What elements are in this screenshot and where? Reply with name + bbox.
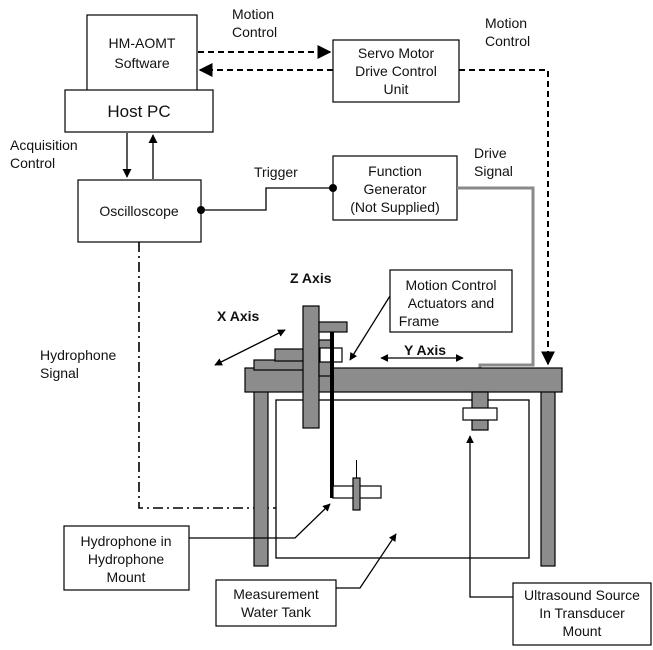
- motion-control-left-line2: Control: [232, 24, 277, 40]
- hydrophone-signal-line: [138, 242, 356, 509]
- host-pc-label: Host PC: [107, 102, 170, 121]
- hydrophone-pointer: [189, 503, 331, 539]
- ultrasound-pointer: [466, 435, 513, 598]
- y-axis-label: Y Axis: [404, 342, 446, 358]
- software-label-line1: HM-AOMT: [109, 35, 176, 51]
- table-top: [244, 367, 563, 393]
- trigger-dot-oscilloscope: [197, 206, 205, 214]
- actuators-label-line1: Motion Control: [405, 277, 496, 293]
- z-axis-label: Z Axis: [290, 270, 332, 286]
- hydrophone-callout: Hydrophone in Hydrophone Mount: [63, 525, 190, 591]
- ultrasound-label-line1: Ultrasound Source: [524, 587, 640, 603]
- software-label-line2: Software: [114, 55, 169, 71]
- ultrasound-label-line2: In Transducer: [539, 605, 625, 621]
- software-block: HM-AOMT Software: [86, 14, 198, 94]
- oscilloscope-block: Oscilloscope: [77, 179, 202, 243]
- servo-to-stage-arrow: [459, 69, 555, 366]
- servo-block: Servo Motor Drive Control Unit: [332, 39, 460, 103]
- hydrophone-label-line3: Mount: [107, 569, 146, 585]
- hydrophone-label-line2: Hydrophone: [88, 551, 164, 567]
- z-axis-top-arm: [318, 321, 348, 333]
- hydrophone: [352, 477, 361, 511]
- function-generator-block: Function Generator (Not Supplied): [332, 155, 458, 221]
- actuators-callout: Motion Control Actuators and Frame: [389, 269, 513, 333]
- actuators-label-line2: Actuators and: [408, 295, 494, 311]
- drive-signal-line2: Signal: [474, 163, 513, 179]
- trigger-dot-generator: [329, 184, 337, 192]
- tank-pointer: [336, 533, 397, 589]
- hydrophone-signal-line2: Signal: [40, 365, 79, 381]
- host-pc-block: Host PC: [64, 89, 214, 133]
- motion-control-left-line1: Motion: [232, 6, 274, 22]
- ultrasound-callout: Ultrasound Source In Transducer Mount: [512, 582, 652, 646]
- servo-label-line1: Servo Motor: [358, 45, 435, 61]
- hydrophone-rod: [330, 332, 334, 498]
- x-axis-label: X Axis: [217, 308, 259, 324]
- transducer-mount: [462, 407, 498, 421]
- actuators-pointer: [349, 295, 391, 361]
- table-leg-left: [253, 387, 269, 567]
- actuators-label-line3: Frame: [399, 313, 440, 329]
- hydrophone-label-line1: Hydrophone in: [80, 533, 171, 549]
- oscilloscope-label: Oscilloscope: [99, 203, 179, 219]
- servo-label-line3: Unit: [384, 81, 409, 97]
- tank-callout: Measurement Water Tank: [215, 579, 337, 627]
- function-generator-label-line1: Function: [368, 163, 422, 179]
- trigger-label: Trigger: [254, 164, 298, 180]
- tank-label-line2: Water Tank: [241, 604, 312, 620]
- z-axis-column: [302, 305, 320, 429]
- motion-control-right-line1: Motion: [485, 15, 527, 31]
- tank-label-line1: Measurement: [233, 586, 319, 602]
- trigger-line: [201, 187, 333, 211]
- drive-signal-line1: Drive: [474, 145, 507, 161]
- hydrophone-signal-line1: Hydrophone: [40, 347, 116, 363]
- motion-control-right-line2: Control: [485, 33, 530, 49]
- servo-label-line2: Drive Control: [355, 63, 437, 79]
- function-generator-label-line3: (Not Supplied): [350, 199, 440, 215]
- x-axis-arrow: [214, 329, 286, 366]
- ultrasound-label-line3: Mount: [563, 623, 602, 639]
- acquisition-control-line2: Control: [10, 155, 55, 171]
- table-leg-right: [540, 387, 556, 567]
- acquisition-control-line1: Acquisition: [10, 137, 78, 153]
- function-generator-label-line2: Generator: [363, 181, 426, 197]
